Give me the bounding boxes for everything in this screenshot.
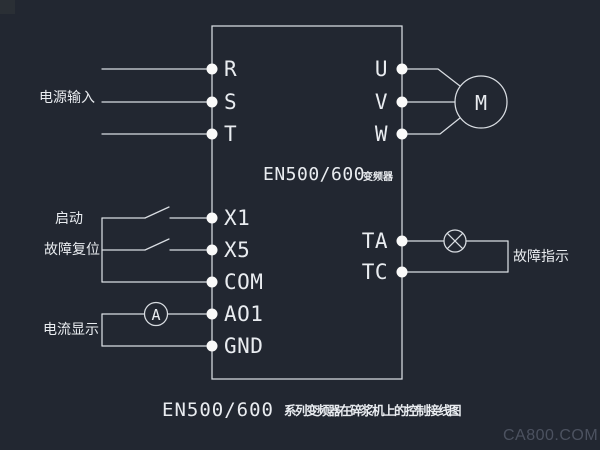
terminal-dot-x5 xyxy=(206,244,218,256)
terminal-dot-ao1 xyxy=(206,308,218,320)
caption-model: EN500/600 xyxy=(162,399,274,421)
inverter-box xyxy=(211,25,403,380)
ammeter-symbol-letter: A xyxy=(151,306,160,324)
inverter-suffix-label: 变频器 xyxy=(363,170,394,183)
lamp-cross-2 xyxy=(446,232,464,250)
terminal-dot-w xyxy=(396,128,408,140)
wire-layer xyxy=(101,25,509,380)
switch-blade-x5 xyxy=(144,238,170,251)
terminal-dot-u xyxy=(396,63,408,75)
terminal-dot-t xyxy=(206,128,218,140)
wire-u xyxy=(406,68,461,87)
corner-artifact xyxy=(0,0,15,14)
terminal-dot-r xyxy=(206,63,218,75)
terminal-dots xyxy=(206,63,408,352)
terminal-dot-s xyxy=(206,96,218,108)
terminal-label-ta: TA xyxy=(362,229,388,253)
wire-w xyxy=(406,117,461,135)
current-display-label: 电流显示 xyxy=(43,322,99,338)
terminal-dot-tc xyxy=(396,266,408,278)
terminal-label-ao1: AO1 xyxy=(224,302,263,326)
fault-indicator-label: 故障指示 xyxy=(513,249,569,265)
caption-text: 系列变频器在碎浆机上的控制接线图 xyxy=(284,403,461,418)
inverter-model-label: EN500/600 xyxy=(263,164,365,185)
terminal-label-r: R xyxy=(224,57,237,81)
motor-circle xyxy=(454,75,508,129)
terminal-label-x5: X5 xyxy=(224,238,250,262)
lamp-circle xyxy=(443,229,467,253)
terminal-dot-x1 xyxy=(206,212,218,224)
terminal-label-tc: TC xyxy=(362,260,388,284)
terminal-dot-ta xyxy=(396,235,408,247)
terminal-dot-gnd xyxy=(206,340,218,352)
motor-symbol-letter: M xyxy=(475,91,487,115)
switch-blade-x1 xyxy=(144,206,170,219)
terminal-label-s: S xyxy=(224,90,237,114)
terminal-label-com: COM xyxy=(224,270,263,294)
terminal-dot-v xyxy=(396,96,408,108)
terminal-label-t: T xyxy=(224,122,237,146)
terminal-label-v: V xyxy=(375,90,388,114)
terminal-label-w: W xyxy=(375,122,388,146)
ammeter-circle xyxy=(143,301,169,327)
terminal-label-x1: X1 xyxy=(224,206,250,230)
terminal-dot-com xyxy=(206,276,218,288)
fault-reset-label: 故障复位 xyxy=(44,241,100,258)
terminal-label-u: U xyxy=(375,57,388,81)
start-label: 启动 xyxy=(55,211,83,227)
power-input-label: 电源输入 xyxy=(39,90,95,106)
text-layer: R S T X1 X5 COM AO1 GND U V W TA TC 电源输入… xyxy=(39,57,569,421)
watermark-text: CA800.COM xyxy=(503,427,598,444)
terminal-label-gnd: GND xyxy=(224,334,263,358)
